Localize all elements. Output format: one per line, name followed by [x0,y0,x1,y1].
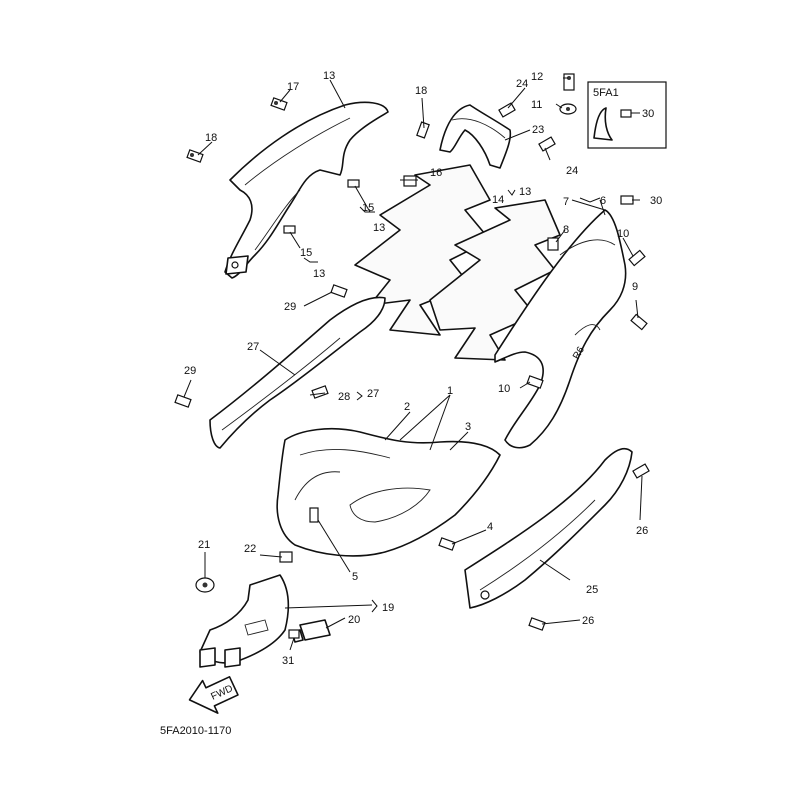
callout-16: 16 [430,167,442,179]
callout-4: 4 [487,521,493,533]
callout-28: 28 [338,391,350,403]
callout-3: 3 [465,421,471,433]
bolt-29-upper [330,284,348,298]
bolt-18-left [186,149,204,163]
bolt-18-mid [416,121,430,139]
callout-24-lower: 24 [566,165,578,177]
callout-26-upper: 26 [636,525,648,537]
forward-arrow: FWD [188,675,239,714]
lower-side-cover-right [464,448,633,609]
bolt-29-lower [174,394,192,408]
bracket-marks [303,189,601,613]
rubber-pad [291,619,331,643]
callout-14: 14 [492,194,504,206]
callout-13-right: 13 [519,186,531,198]
callout-numbers: 17 13 18 18 24 12 11 23 24 16 14 13 15 1… [184,70,662,667]
rear-bracket [439,104,512,169]
bolt-26-lower [528,617,546,631]
callout-11: 11 [531,99,542,111]
leader-lines [183,77,643,651]
bolt-4 [438,537,456,551]
clip-16 [403,175,417,187]
callout-27-bracket: 27 [367,388,379,400]
clip-21 [195,577,215,593]
bolt-17 [270,97,288,111]
side-cover-upper-left [224,101,389,279]
callout-15-lower: 15 [300,247,312,259]
footrest-bracket [199,574,290,668]
bolt-26-upper [632,463,650,479]
callout-6: 6 [600,195,606,207]
variant-inset: 5FA1 30 [587,81,667,149]
small-pads-15 [283,179,360,234]
callout-9: 9 [632,281,638,293]
callout-24-upper: 24 [516,78,528,90]
callout-13-mid: 13 [373,222,385,234]
callout-12: 12 [531,71,543,83]
callout-2: 2 [404,401,410,413]
callout-25: 25 [586,584,598,596]
variant-label: 5FA1 [593,87,619,99]
callout-7: 7 [563,196,569,208]
washer-11 [559,103,577,115]
callout-13-low: 13 [313,268,325,280]
variant-part-number: 30 [642,108,654,120]
callout-22: 22 [244,543,256,555]
grommet-28 [311,385,329,399]
callout-5: 5 [352,571,358,583]
bolt-5 [309,507,319,523]
bolt-10-upper [628,249,646,267]
callout-8: 8 [563,224,569,236]
front-lower-cover [276,427,501,557]
callout-13-top: 13 [323,70,335,82]
callout-10-upper: 10 [617,228,629,240]
callout-18-left: 18 [205,132,217,144]
nut-8 [547,237,559,251]
bolt-24-lower [538,136,556,152]
callout-29-upper: 29 [284,301,296,313]
bolt-24-upper [498,102,516,118]
callout-29-lower: 29 [184,365,196,377]
callout-20: 20 [348,614,360,626]
callout-18-mid: 18 [415,85,427,97]
callout-30: 30 [650,195,662,207]
callout-27-main: 27 [247,341,259,353]
callout-15-upper: 15 [362,202,374,214]
callout-31: 31 [282,655,294,667]
callout-17: 17 [287,81,299,93]
callout-10-lower: 10 [498,383,510,395]
callout-1: 1 [447,385,453,397]
grommet-30 [620,195,634,205]
pad-31 [288,629,300,639]
bolt-12 [563,73,575,91]
callout-26-lower: 26 [582,615,594,627]
bolt-10-lower [526,375,544,389]
bolt-9 [630,313,648,331]
trim-strip-left [209,296,386,449]
callout-19: 19 [382,602,394,614]
callout-21: 21 [198,539,210,551]
catalog-code: 5FA2010-1170 [160,725,231,737]
callout-23: 23 [532,124,544,136]
